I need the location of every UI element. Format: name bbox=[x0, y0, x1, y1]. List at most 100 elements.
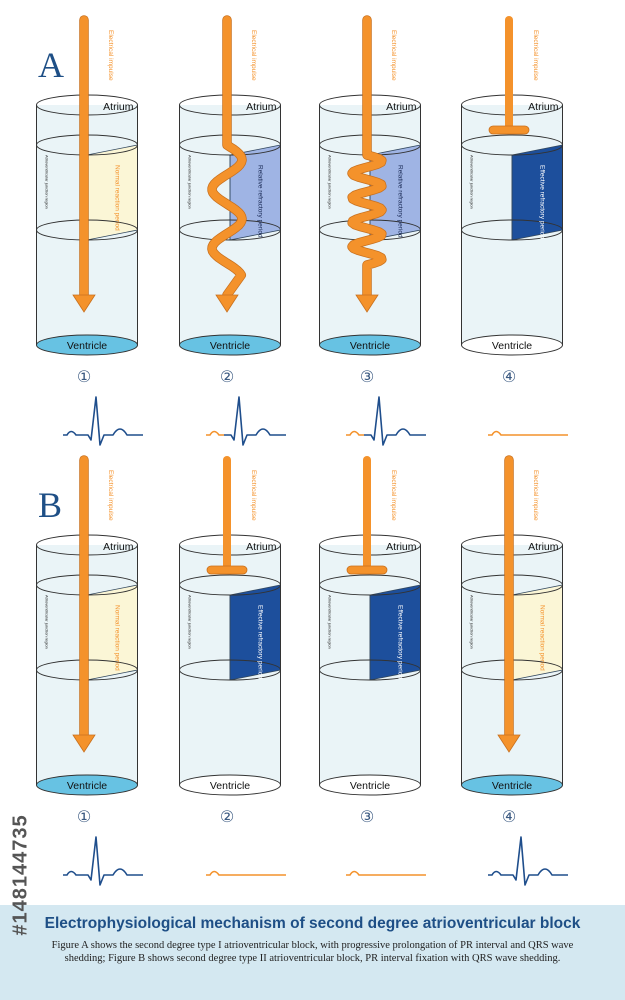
block-bar bbox=[206, 565, 248, 575]
ecg-trace bbox=[346, 396, 426, 446]
junction-zone bbox=[229, 584, 281, 681]
atrium-label: Atrium bbox=[246, 541, 277, 553]
junction-label: Atrioventricular junction region bbox=[470, 155, 475, 209]
ecg-trace bbox=[206, 870, 286, 876]
zone-label: Relative refractory period bbox=[256, 165, 263, 238]
ventricle-label: Ventricle bbox=[350, 340, 390, 352]
step-number: ② bbox=[220, 807, 234, 826]
atrium-label: Atrium bbox=[386, 541, 417, 553]
impulse-label: Electrical impulse bbox=[107, 30, 114, 81]
impulse-label: Electrical impulse bbox=[107, 470, 114, 521]
atrium-label: Atrium bbox=[103, 101, 134, 113]
zone-label: Effective refractory period bbox=[538, 165, 545, 239]
junction-lower-ring bbox=[461, 219, 563, 241]
stock-image-id-text: #148144735 bbox=[9, 814, 32, 936]
atrium-label: Atrium bbox=[246, 101, 277, 113]
impulse-label: Electrical impulse bbox=[250, 470, 257, 521]
block-bar bbox=[346, 565, 388, 575]
ecg-trace bbox=[488, 836, 568, 886]
impulse-label: Electrical impulse bbox=[390, 470, 397, 521]
atrium-label: Atrium bbox=[103, 541, 134, 553]
junction-zone bbox=[86, 144, 138, 241]
junction-zone bbox=[86, 584, 138, 681]
arrow-head bbox=[72, 734, 96, 753]
stock-image-id: #148144735 bbox=[6, 755, 36, 995]
junction-label: Atrioventricular junction region bbox=[188, 155, 193, 209]
atrium-label: Atrium bbox=[386, 101, 417, 113]
impulse-arrow bbox=[206, 456, 248, 575]
arrow-head bbox=[72, 294, 96, 313]
ecg-p-wave-only bbox=[346, 870, 426, 876]
caption-box: Electrophysiological mechanism of second… bbox=[0, 905, 625, 1000]
ecg-qrs-t bbox=[81, 836, 143, 886]
junction-zone bbox=[511, 144, 563, 241]
ecg-trace bbox=[488, 430, 568, 436]
caption-description: Figure A shows the second degree type I … bbox=[51, 940, 574, 964]
junction-label: Atrioventricular junction region bbox=[45, 595, 50, 649]
arrow-head bbox=[497, 734, 521, 753]
ventricle-label: Ventricle bbox=[67, 780, 107, 792]
zone-label: Normal reaction period bbox=[113, 165, 120, 231]
ecg-p-wave bbox=[346, 430, 364, 436]
step-number: ④ bbox=[502, 807, 516, 826]
junction-label: Atrioventricular junction region bbox=[45, 155, 50, 209]
ventricle-label: Ventricle bbox=[210, 340, 250, 352]
junction-label: Atrioventricular junction region bbox=[328, 595, 333, 649]
ecg-trace bbox=[63, 396, 143, 446]
step-number: ② bbox=[220, 367, 234, 386]
impulse-label: Electrical impulse bbox=[390, 30, 397, 81]
impulse-arrow bbox=[72, 15, 96, 313]
zone-label: Effective refractory period bbox=[396, 605, 403, 679]
ecg-qrs-t bbox=[364, 396, 426, 446]
ecg-trace bbox=[206, 396, 286, 446]
junction-zone bbox=[511, 584, 563, 681]
ecg-p-wave bbox=[488, 870, 506, 876]
zone-label: Effective refractory period bbox=[256, 605, 263, 679]
impulse-arrow bbox=[346, 456, 388, 575]
junction-upper-ring bbox=[461, 134, 563, 156]
ecg-qrs-t bbox=[224, 396, 286, 446]
junction-lower-ring bbox=[319, 659, 421, 681]
junction-upper-ring bbox=[319, 574, 421, 596]
arrow-head bbox=[355, 294, 379, 313]
panel-letter: B bbox=[38, 485, 62, 525]
impulse-arrow bbox=[72, 455, 96, 753]
ecg-p-wave bbox=[206, 430, 224, 436]
ecg-p-wave bbox=[63, 870, 81, 876]
impulse-label: Electrical impulse bbox=[532, 30, 539, 81]
ecg-p-wave-only bbox=[206, 870, 286, 876]
step-number: ③ bbox=[360, 807, 374, 826]
arrow-shaft bbox=[348, 16, 386, 299]
step-number: ③ bbox=[360, 367, 374, 386]
panel-letter: A bbox=[38, 45, 64, 85]
zone-label: Normal reaction period bbox=[538, 605, 545, 671]
junction-label: Atrioventricular junction region bbox=[328, 155, 333, 209]
ecg-qrs-t bbox=[506, 836, 568, 886]
impulse-label: Electrical impulse bbox=[250, 30, 257, 81]
atrium-label: Atrium bbox=[528, 541, 559, 553]
arrow-head bbox=[215, 294, 239, 313]
impulse-arrow bbox=[497, 455, 521, 753]
block-bar bbox=[488, 125, 530, 135]
arrow-shaft bbox=[208, 16, 246, 299]
ventricle-label: Ventricle bbox=[492, 340, 532, 352]
impulse-label: Electrical impulse bbox=[532, 470, 539, 521]
impulse-arrow bbox=[347, 15, 387, 313]
junction-lower-ring bbox=[179, 659, 281, 681]
ecg-trace bbox=[63, 836, 143, 886]
ecg-trace bbox=[346, 870, 426, 876]
atrium-label: Atrium bbox=[528, 101, 559, 113]
zone-label: Relative refractory period bbox=[396, 165, 403, 238]
junction-lower-ring bbox=[179, 219, 281, 241]
ventricle-label: Ventricle bbox=[492, 780, 532, 792]
ecg-qrs-t bbox=[81, 396, 143, 446]
junction-label: Atrioventricular junction region bbox=[470, 595, 475, 649]
